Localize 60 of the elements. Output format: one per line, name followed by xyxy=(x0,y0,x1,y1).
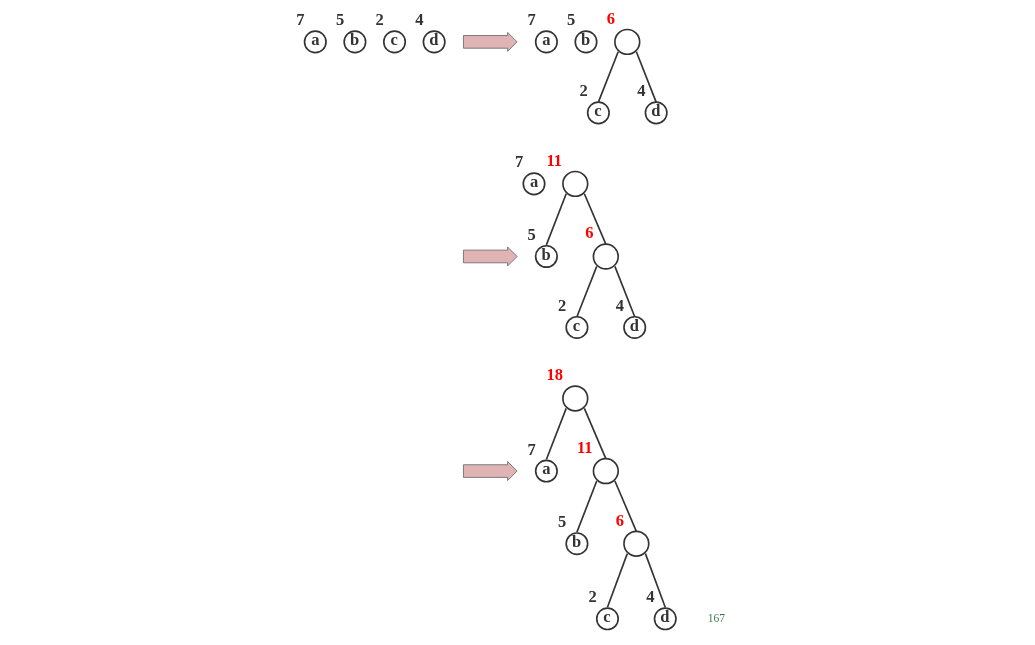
node-circle: d xyxy=(644,101,668,125)
node-circle xyxy=(562,170,589,198)
node-label: 11 xyxy=(576,437,593,457)
node-arrow xyxy=(463,461,518,481)
connector xyxy=(576,265,598,318)
node-circle: d xyxy=(422,30,446,54)
node-label: 6 xyxy=(606,8,615,28)
node-label: 7 xyxy=(527,439,536,459)
label: 167 xyxy=(707,611,726,624)
node-label: 4 xyxy=(637,81,646,101)
node-label: 4 xyxy=(646,587,655,607)
node-circle: a xyxy=(303,30,327,54)
connector xyxy=(644,552,667,609)
node-label: 5 xyxy=(557,512,567,532)
node-arrow xyxy=(463,246,518,267)
node-circle: b xyxy=(343,30,367,54)
node-label: 5 xyxy=(335,10,345,30)
node-label: 2 xyxy=(588,587,597,607)
connector xyxy=(614,480,638,533)
node-label: 2 xyxy=(375,10,384,30)
node-label: 2 xyxy=(557,295,567,315)
node-label: 5 xyxy=(567,10,576,30)
connector xyxy=(614,265,636,318)
node-label: 2 xyxy=(579,81,588,101)
node-circle: b xyxy=(565,532,589,556)
node-label: 4 xyxy=(615,295,624,315)
node-circle xyxy=(562,385,589,412)
connector xyxy=(583,407,607,460)
node-circle: c xyxy=(382,30,407,54)
node-circle xyxy=(592,457,619,485)
node-label: 7 xyxy=(527,10,536,30)
node-circle: a xyxy=(534,30,558,54)
node-label: 4 xyxy=(415,10,424,30)
node-circle xyxy=(623,530,650,557)
node-label: 11 xyxy=(546,150,562,170)
node-circle: d xyxy=(623,315,647,339)
connector xyxy=(545,192,568,246)
node-arrow xyxy=(463,31,518,52)
node-circle: c xyxy=(565,315,589,339)
connector xyxy=(576,480,598,533)
node-label: 6 xyxy=(585,223,594,243)
node-label: 18 xyxy=(546,365,563,385)
node-circle: d xyxy=(653,607,677,631)
node-circle: c xyxy=(586,101,610,125)
connector xyxy=(635,50,657,103)
node-circle: b xyxy=(574,30,598,54)
connector xyxy=(583,192,607,245)
node-label: 7 xyxy=(296,10,305,30)
node-circle xyxy=(614,28,641,56)
node-label: 7 xyxy=(515,152,524,172)
connector xyxy=(597,50,619,103)
node-circle: b xyxy=(534,244,558,269)
node-label: 5 xyxy=(527,224,536,244)
node-circle: c xyxy=(595,607,619,631)
connector xyxy=(545,407,568,461)
node-label: 6 xyxy=(615,510,624,530)
connector xyxy=(606,552,629,609)
node-circle: a xyxy=(534,459,558,483)
node-circle: a xyxy=(522,172,546,196)
node-circle xyxy=(592,243,619,270)
